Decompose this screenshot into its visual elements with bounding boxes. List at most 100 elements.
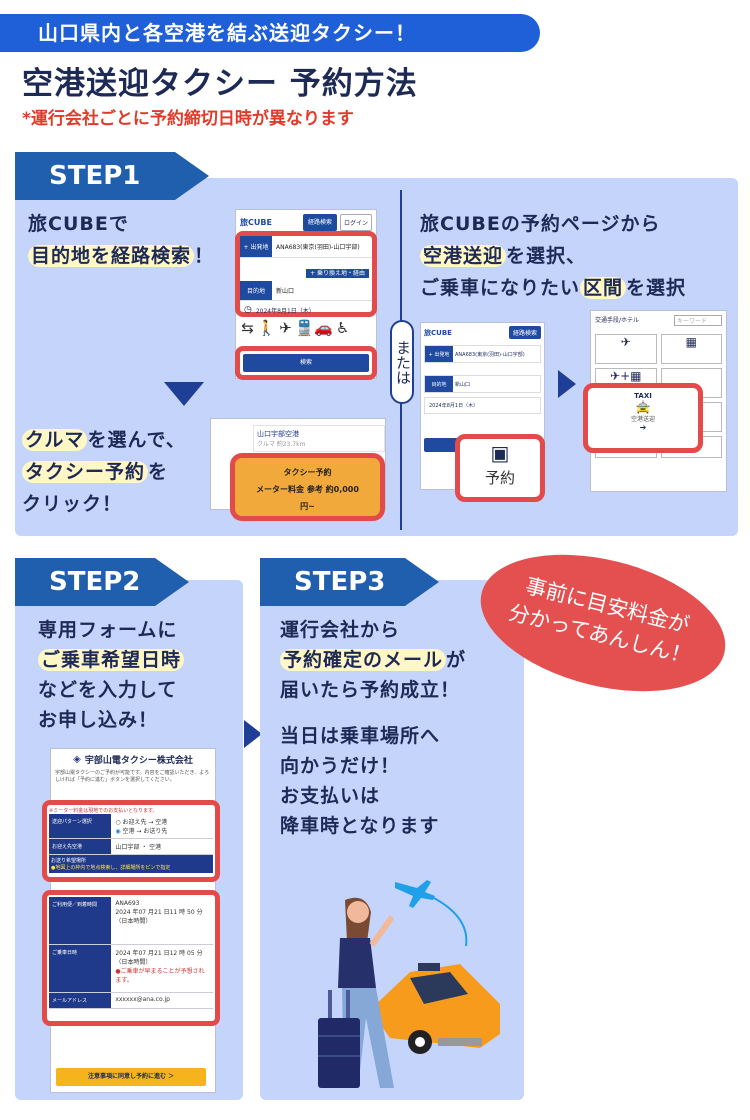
- text: を選択: [626, 277, 687, 299]
- flight-tile[interactable]: ✈: [595, 334, 657, 364]
- arrow-right-icon: [558, 370, 576, 398]
- dropoff-label: お送り希望場所: [51, 858, 87, 864]
- flight-input[interactable]: ANA693: [115, 900, 140, 907]
- train-icon[interactable]: 🚆: [295, 319, 314, 337]
- submit-label: 注意事項に同意し予約に進む ＞: [87, 1073, 175, 1080]
- highlight-airport-transfer: 空港送迎: [420, 245, 507, 267]
- taxi-reserve-title: タクシー予約: [283, 468, 332, 477]
- taxi-reserve-button[interactable]: タクシー予約 メーター料金 参考 約0,000 円~: [230, 453, 385, 521]
- taxi-icon: 🚖: [635, 400, 651, 414]
- step1-left-line1: 旅CUBEで: [28, 213, 129, 235]
- radio-option-2[interactable]: ◉ 空港 → お送り先: [115, 828, 168, 835]
- from-input[interactable]: ANA683(東京(羽田)-山口宇部): [455, 352, 525, 358]
- text: 当日は乗車場所へ: [280, 725, 441, 747]
- step1-click-text: クルマを選んで、 タクシー予約を クリック！: [22, 424, 186, 520]
- app-logo: 旅CUBE: [240, 218, 272, 227]
- highlight-taxi-reserve: タクシー予約: [22, 461, 149, 483]
- taxi-word: TAXI: [634, 392, 652, 400]
- route-search-tab[interactable]: 経路検索: [508, 326, 541, 339]
- dropoff-note: ●地図上の枠内で地点検索し、詳細場所をピンで指定: [51, 865, 171, 871]
- text: を選択、: [506, 245, 587, 267]
- arrow-down-icon: [164, 382, 204, 406]
- mail-input[interactable]: xxxxxx@ana.co.jp: [115, 996, 170, 1003]
- to-label: 目的地: [240, 281, 272, 300]
- route-icon[interactable]: ⇆: [241, 319, 254, 337]
- route-label: 送迎パターン選択: [49, 814, 112, 838]
- suitcase-icon: [318, 990, 360, 1088]
- text: などを入力して: [38, 679, 178, 701]
- to-input[interactable]: 新山口: [455, 382, 471, 388]
- text: 旅CUBEの予約ページから: [420, 213, 661, 235]
- text: 降車時となります: [280, 815, 440, 837]
- pickup-input[interactable]: 山口宇部 ・ 空港: [115, 844, 162, 851]
- form-section2-highlight: ご利用便／到着時間 ANA693 2024 年07 月21 日11 時 50 分（…: [42, 890, 220, 1026]
- arrow-circle-icon: ➔: [639, 423, 647, 432]
- company-logo-icon: ◈: [73, 754, 81, 765]
- menu-title: 交通手段/ホテル: [595, 317, 640, 324]
- arrival-select[interactable]: 2024 年07 月21 日11 時 50 分（日本時間）: [115, 909, 203, 925]
- walk-icon[interactable]: 🚶: [257, 319, 276, 337]
- step2-text: 専用フォームに ご乗車希望日時 などを入力して お申し込み！: [38, 615, 185, 735]
- result-destination: 山口宇部空港: [257, 430, 299, 438]
- from-input[interactable]: ANA683(東京(羽田)-山口宇部): [276, 244, 360, 251]
- text: が: [446, 649, 467, 671]
- step1-left-text: 旅CUBEで 目的地を経路検索！: [28, 208, 214, 272]
- step3-text: 運行会社から 予約確定のメールが 届いたら予約成立！ 当日は乗車場所へ 向かうだ…: [280, 615, 466, 841]
- flight-label: ご利用便／到着時間: [49, 897, 112, 944]
- date-field[interactable]: 2024年8月1日（木）: [255, 307, 315, 315]
- form-intro: 宇部山電タクシーのご予約が可能です。内容をご確認いただき、よろしければ「予約に進…: [55, 770, 210, 783]
- step1-tab: STEP1: [15, 152, 209, 200]
- to-label: 目的地: [425, 376, 453, 392]
- reserve-icon-highlight[interactable]: ▣ 予約: [455, 434, 545, 502]
- text: 運行会社から: [280, 619, 401, 641]
- taxi-tile-label: 空港送迎: [630, 416, 655, 423]
- text: を: [148, 461, 169, 483]
- text: 向かうだけ！: [280, 755, 401, 777]
- menu-search-input[interactable]: キーワード: [674, 315, 722, 326]
- login-button[interactable]: ログイン: [339, 214, 372, 231]
- app-logo: 旅CUBE: [424, 328, 452, 337]
- or-label: または: [390, 320, 414, 404]
- boarding-label: ご乗車日時: [49, 945, 112, 992]
- car-icon[interactable]: 🚗: [314, 319, 333, 337]
- text: お支払いは: [280, 785, 381, 807]
- form-section1-highlight: ※ミーター料金は現地でのお支払いとなります。 送迎パターン選択 ○ お迎え先 →…: [42, 800, 220, 882]
- taxi-fare: メーター料金 参考 約0,000: [256, 485, 359, 494]
- text: 専用フォームに: [38, 619, 178, 641]
- from-label: + 出発地: [240, 236, 272, 257]
- to-input[interactable]: 新山口: [276, 288, 295, 295]
- highlight-section: 区間: [580, 277, 627, 299]
- via-button[interactable]: + 乗り換え地・経由: [306, 269, 369, 278]
- text: 届いたら予約成立！: [280, 679, 461, 701]
- exclaim: ！: [194, 245, 215, 267]
- airplane-icon: [395, 880, 468, 947]
- search-button[interactable]: [424, 438, 464, 452]
- taxi-fare-unit: 円~: [300, 502, 315, 511]
- arrow-right-icon: [244, 720, 262, 748]
- company-name: 宇部山電タクシー株式会社: [84, 756, 193, 766]
- plane-icon[interactable]: ✈: [279, 319, 292, 337]
- result-distance: クルマ 約23.7km: [257, 441, 306, 448]
- text: お申し込み！: [38, 709, 159, 731]
- option-label: お迎え先 → 空港: [122, 819, 168, 826]
- date-field[interactable]: 2024年8月1日（木）: [424, 397, 541, 414]
- taxi-airport-transfer-tile[interactable]: TAXI 🚖 空港送迎 ➔: [583, 383, 703, 453]
- search-fields-highlight: + 出発地 ANA683(東京(羽田)-山口宇部) + 乗り換え地・経由 目的地…: [235, 231, 377, 317]
- mode-icons: ⇆🚶✈🚆🚗♿: [238, 318, 374, 348]
- header-band: 山口県内と各空港を結ぶ送迎タクシー！: [0, 14, 540, 52]
- boarding-select[interactable]: 2024 年07 月21 日12 時 05 分（日本時間）: [115, 950, 203, 966]
- wheelchair-icon[interactable]: ♿: [335, 319, 350, 337]
- hotel-tile[interactable]: ▦: [660, 334, 722, 364]
- text: を選んで、: [87, 429, 186, 451]
- traveler-taxi-illustration: [318, 880, 500, 1088]
- text: ご乗車になりたい: [420, 277, 581, 299]
- search-button[interactable]: 検索: [243, 354, 369, 372]
- highlight-datetime: ご乗車希望日時: [38, 649, 185, 671]
- radio-option-1[interactable]: ○ お迎え先 → 空港: [115, 819, 168, 826]
- mail-label: メールアドレス: [49, 993, 112, 1008]
- submit-button[interactable]: 注意事項に同意し予約に進む ＞: [56, 1068, 206, 1086]
- step3-tab: STEP3: [260, 558, 439, 606]
- clock-icon: ◷: [244, 305, 252, 315]
- step1-right-text: 旅CUBEの予約ページから 空港送迎を選択、 ご乗車になりたい区間を選択: [420, 208, 686, 304]
- route-search-tab[interactable]: 経路検索: [302, 214, 337, 231]
